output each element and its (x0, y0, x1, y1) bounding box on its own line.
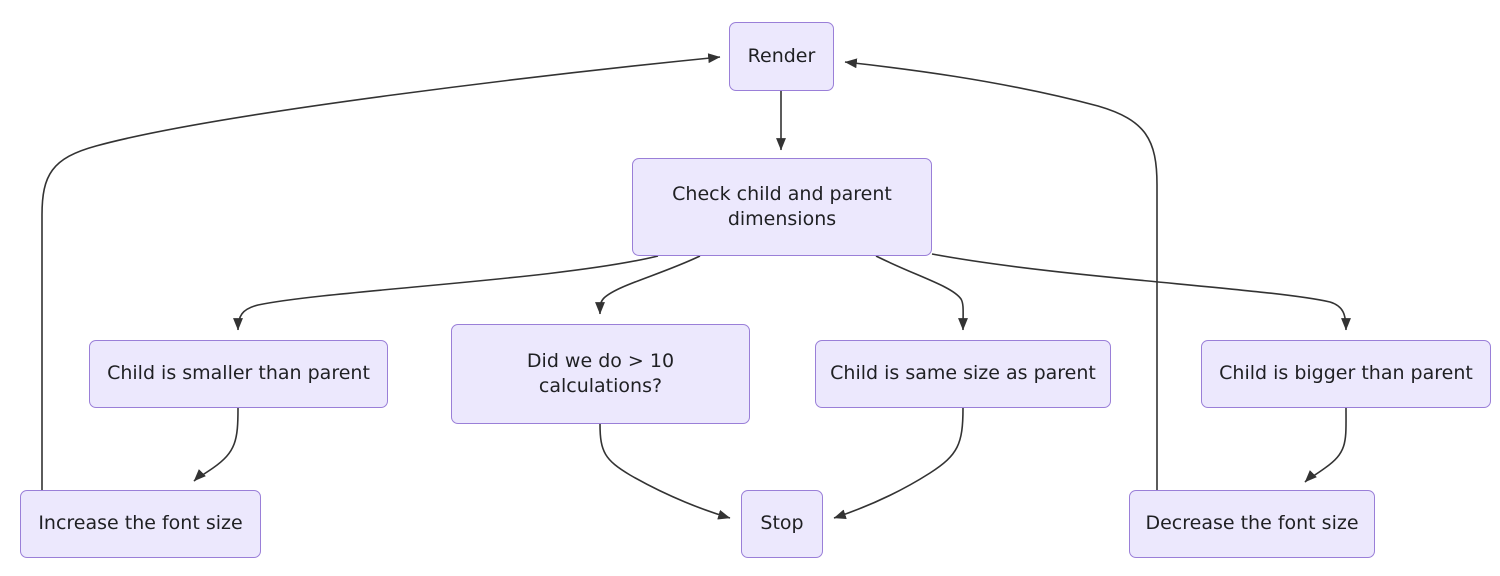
node-child-is-same-size-as-parent[interactable]: Child is same size as parent (815, 340, 1111, 408)
edge-same-to-stop (833, 407, 964, 519)
node-label-decrease-the-font-size: Decrease the font size (1145, 512, 1359, 535)
edge-increase-to-render (41, 53, 721, 490)
node-increase-the-font-size[interactable]: Increase the font size (20, 490, 261, 558)
node-render[interactable]: Render (729, 22, 834, 91)
node-label-child-is-smaller-than-parent: Child is smaller than parent (107, 362, 370, 385)
node-label-did-we-do-more-than-10-calculations: Did we do > 10 calculations? (526, 349, 675, 397)
edge-check-to-calculations (595, 255, 701, 315)
node-label-render: Render (747, 44, 816, 67)
edge-calculations-to-stop (599, 423, 731, 520)
edge-check-to-same (875, 255, 968, 331)
node-label-stop: Stop (760, 512, 804, 535)
node-decrease-the-font-size[interactable]: Decrease the font size (1129, 490, 1375, 558)
edge-check-to-bigger (931, 253, 1351, 331)
node-child-is-bigger-than-parent[interactable]: Child is bigger than parent (1201, 340, 1491, 408)
edge-check-to-smaller (233, 255, 659, 331)
node-label-check-child-and-parent-dimensions: Check child and parent dimensions (672, 182, 892, 230)
node-label-child-is-same-size-as-parent: Child is same size as parent (830, 362, 1096, 385)
node-did-we-do-more-than-10-calculations[interactable]: Did we do > 10 calculations? (451, 324, 750, 424)
node-label-increase-the-font-size: Increase the font size (38, 512, 243, 535)
node-check-child-and-parent-dimensions[interactable]: Check child and parent dimensions (632, 158, 932, 256)
edge-decrease-to-render (844, 58, 1158, 490)
node-child-is-smaller-than-parent[interactable]: Child is smaller than parent (89, 340, 388, 408)
node-label-child-is-bigger-than-parent: Child is bigger than parent (1219, 362, 1473, 385)
node-stop[interactable]: Stop (741, 490, 823, 558)
edge-bigger-to-decrease (1304, 407, 1347, 483)
edge-smaller-to-increase (193, 407, 239, 482)
